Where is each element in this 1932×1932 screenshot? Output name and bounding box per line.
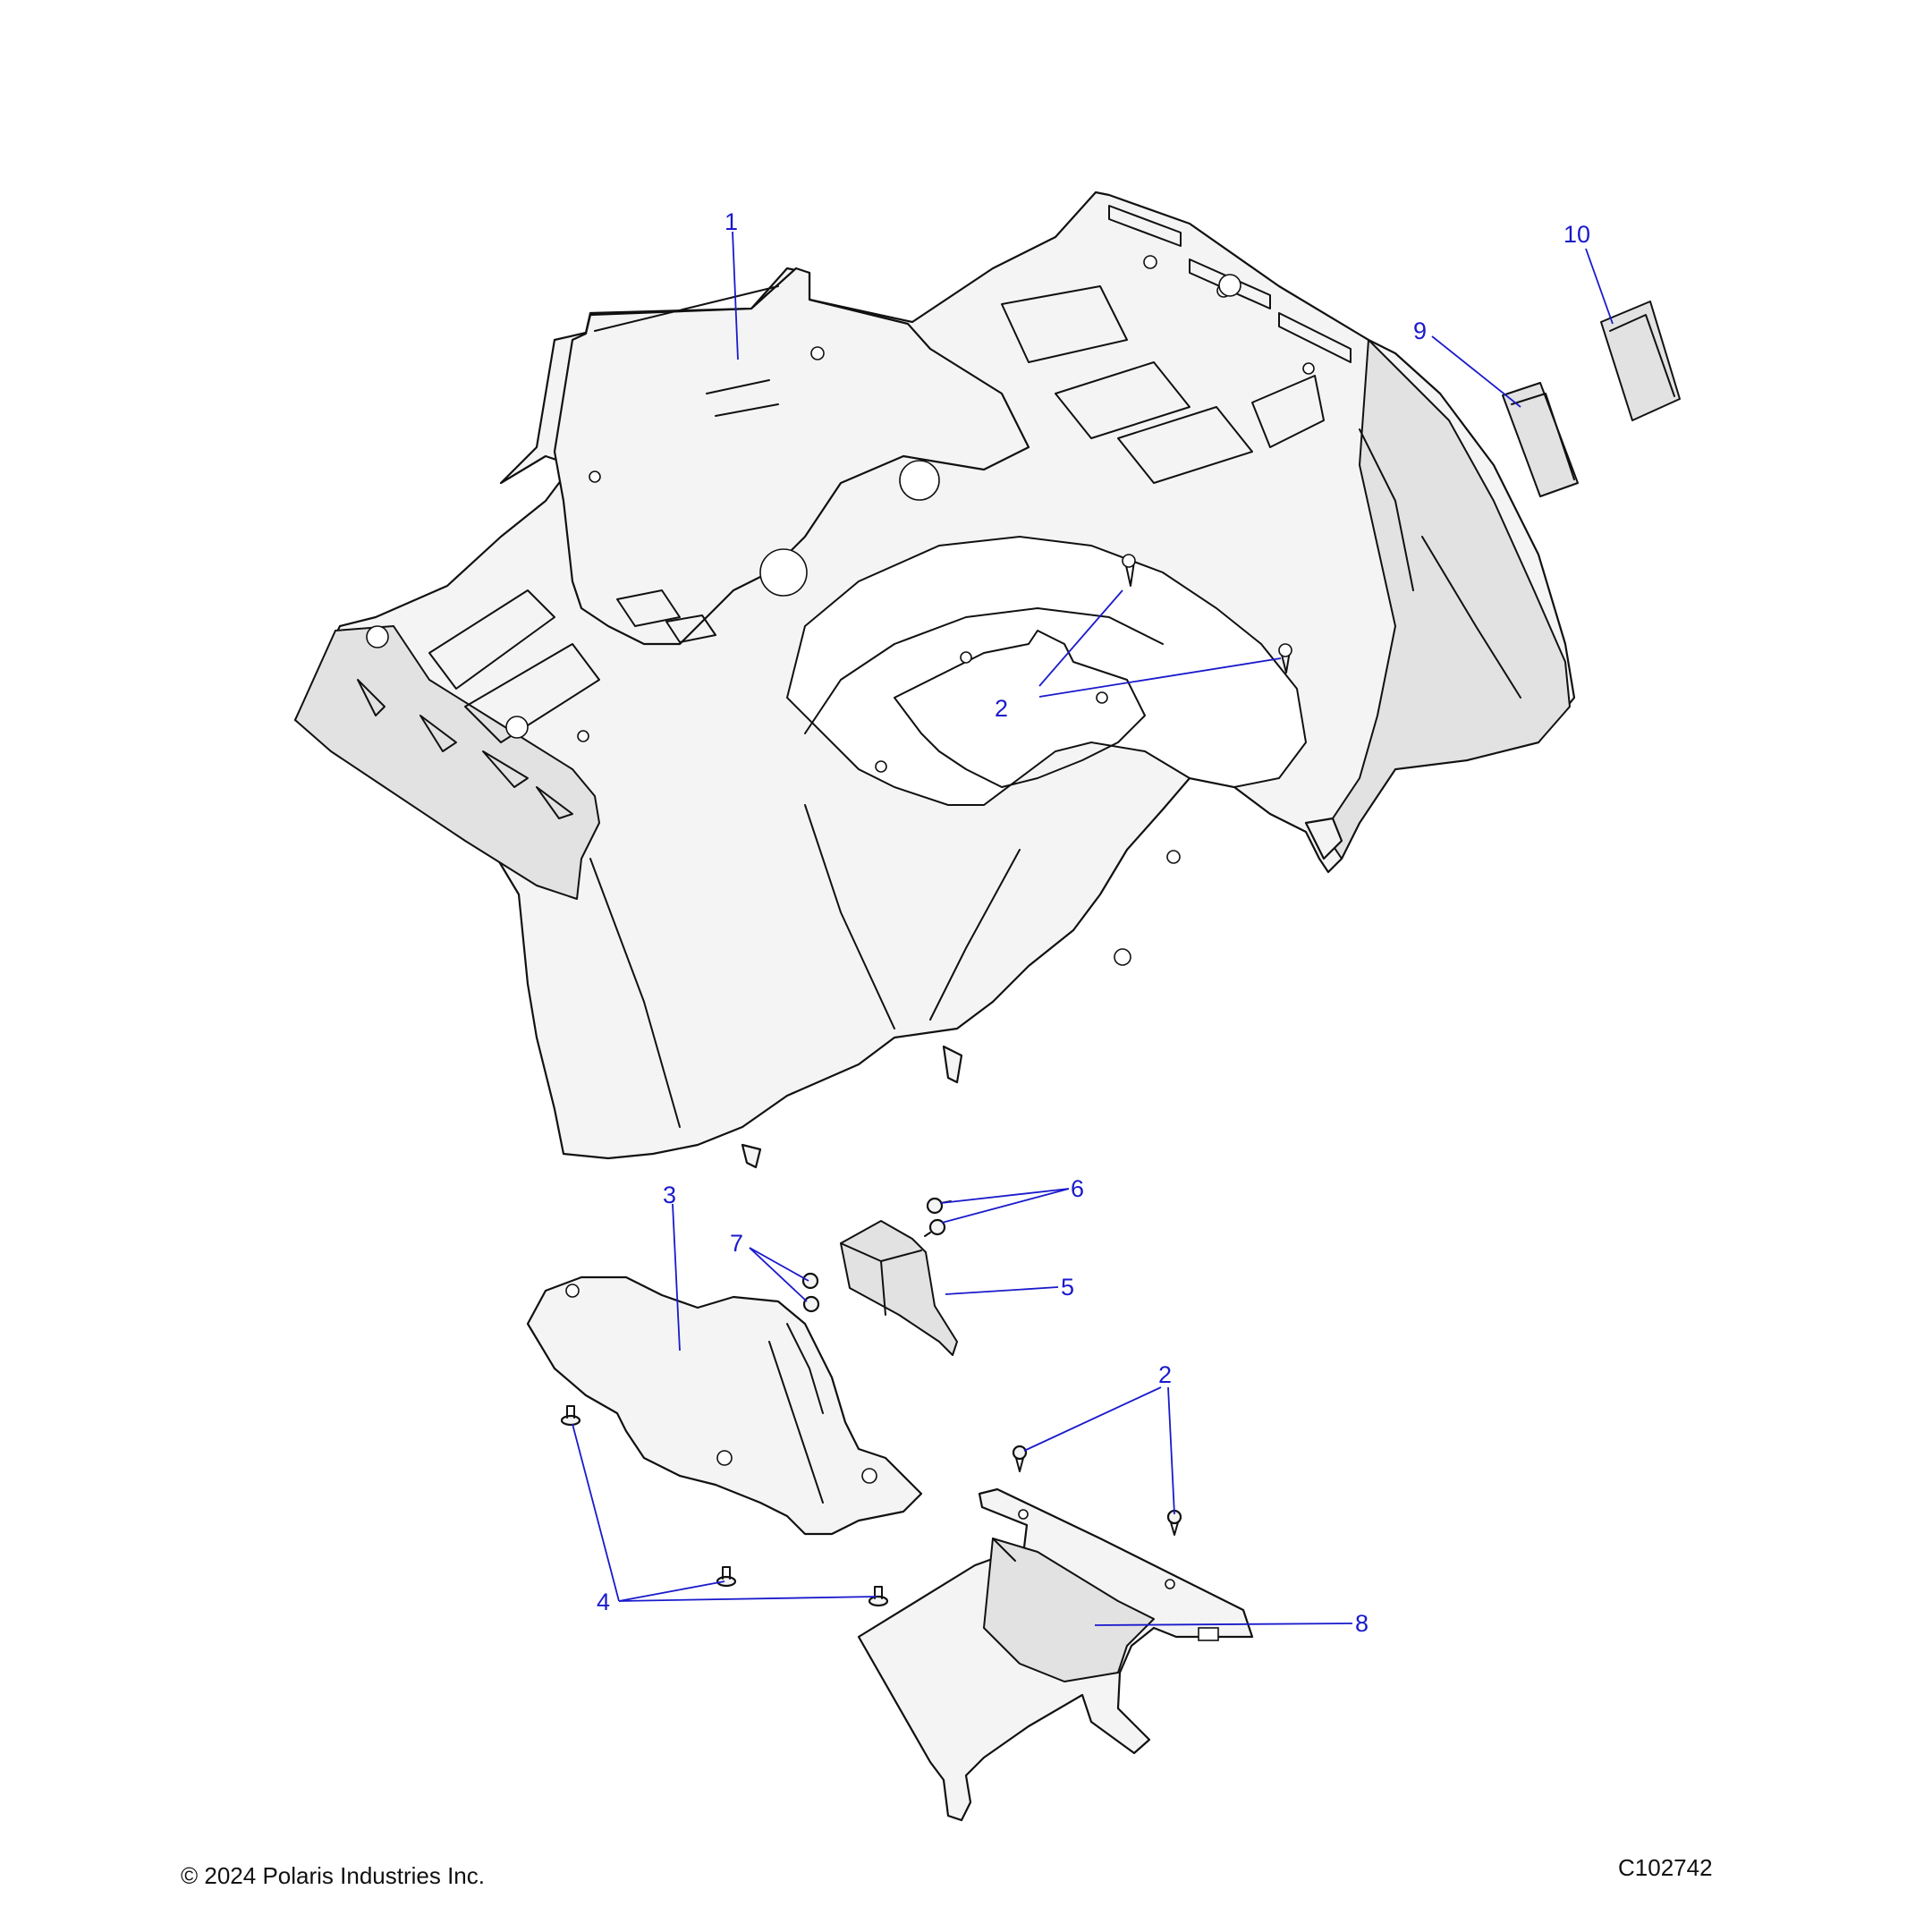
callout-labels: 1 2 10 9 3 7 6 5 2 4 8 (597, 208, 1590, 1637)
nut-part-7b[interactable] (802, 1295, 820, 1313)
callout-3: 3 (663, 1182, 676, 1208)
callout-4: 4 (597, 1589, 610, 1615)
fastener-part-4b[interactable] (716, 1566, 737, 1588)
callout-8: 8 (1355, 1610, 1368, 1637)
lower-shield-part-8[interactable] (857, 1487, 1254, 1822)
nut-part-7a[interactable] (801, 1272, 819, 1290)
rivet-part-2a[interactable] (1012, 1445, 1028, 1472)
callout-5: 5 (1061, 1274, 1074, 1301)
copyright-text: © 2024 Polaris Industries Inc. (181, 1862, 485, 1889)
reflector-part-10[interactable] (1600, 301, 1681, 421)
callout-6: 6 (1071, 1175, 1084, 1202)
bolt-part-6b[interactable] (924, 1218, 946, 1237)
leader-lines (572, 231, 1614, 1626)
fastener-part-4c[interactable] (868, 1586, 889, 1607)
callout-1: 1 (724, 208, 738, 235)
callout-7: 7 (730, 1230, 743, 1257)
callout-10: 10 (1563, 221, 1590, 248)
bolt-part-6a[interactable] (926, 1197, 952, 1215)
rear-fender-part[interactable] (293, 191, 1576, 1169)
callout-2-bottom: 2 (1158, 1361, 1172, 1388)
rivet-part-2b[interactable] (1166, 1509, 1182, 1536)
callout-9: 9 (1413, 318, 1427, 344)
fastener-part-4a[interactable] (560, 1405, 581, 1427)
callout-2-top: 2 (995, 695, 1008, 722)
figure-id: C102742 (1618, 1854, 1713, 1881)
reflector-part-9[interactable] (1502, 382, 1579, 497)
bracket-part-5[interactable] (840, 1220, 958, 1356)
heat-shield-part-3[interactable] (526, 1275, 923, 1536)
